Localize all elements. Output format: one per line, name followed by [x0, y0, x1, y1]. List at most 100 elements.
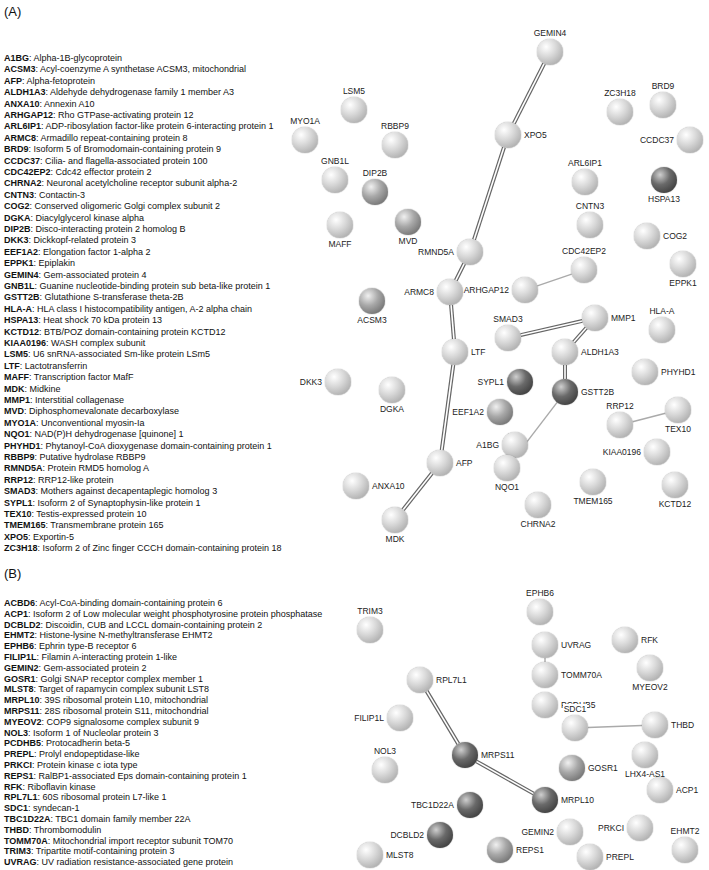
protein-node: SDC1 — [562, 715, 588, 741]
protein-label: LSM5 — [342, 86, 366, 96]
legend-entry: AFP: Alpha-fetoprotein — [4, 76, 95, 86]
protein-label: MYEOV2 — [631, 682, 668, 692]
protein-label: ACSM3 — [356, 315, 387, 325]
legend-entry: FILIP1L: Filamin A-interacting protein 1… — [4, 652, 177, 662]
protein-label: DCBLD2 — [389, 830, 425, 840]
protein-node: GNB1L — [322, 167, 348, 193]
interaction-line — [574, 328, 587, 343]
protein-label: MRPS11 — [480, 750, 515, 760]
protein-node: THBD — [642, 712, 668, 738]
protein-label: HSPA13 — [647, 194, 681, 204]
interaction-line — [427, 691, 459, 744]
interaction-line — [537, 274, 571, 286]
protein-label: LTF — [470, 347, 486, 357]
protein-node: TEX10 — [665, 397, 691, 423]
protein-label: NQO1 — [494, 482, 520, 492]
legend-entry: MVD: Diphosphomevalonate decarboxylase — [4, 406, 179, 416]
legend-entry: KCTD12: BTB/POZ domain-containing protei… — [4, 327, 226, 337]
legend-entry: DKK3: Dickkopf-related protein 3 — [4, 235, 136, 245]
protein-node: TMEM165 — [580, 469, 606, 495]
legend-entry: TBC1D22A: TBC1 domain family member 22A — [4, 814, 190, 824]
interaction-line — [514, 64, 544, 124]
legend-entry: PRKCI: Protein kinase c iota type — [4, 760, 138, 770]
legend-entry: LTF: Lactotransferrin — [4, 361, 87, 371]
protein-node: NQO1 — [494, 455, 520, 481]
legend-entry: NOL3: Isoform 1 of Nucleolar protein 3 — [4, 728, 159, 738]
protein-label: RPL7L1 — [435, 675, 468, 685]
protein-label: TEX10 — [664, 424, 692, 434]
legend-entry: KIAA0196: WASH complex subunit — [4, 338, 145, 348]
legend-entry: SDC1: syndecan-1 — [4, 803, 80, 813]
protein-node: DCBLD2 — [427, 822, 453, 848]
legend-entry: XPO5: Exportin-5 — [4, 532, 74, 542]
protein-label: ARL6IP1 — [567, 158, 603, 168]
protein-node: MYO1A — [292, 127, 318, 153]
legend-entry: RBBP9: Putative hydrolase RBBP9 — [4, 452, 146, 462]
legend-entry: ARMC8: Armadillo repeat-containing prote… — [4, 133, 188, 143]
protein-node: MYEOV2 — [637, 655, 663, 681]
protein-node: RRP12 — [607, 412, 633, 438]
legend-entry: TOMM70A: Mitochondrial import receptor s… — [4, 836, 233, 846]
legend-entry: COG2: Conserved oligomeric Golgi complex… — [4, 201, 220, 211]
protein-node: EHMT2 — [672, 837, 698, 863]
protein-node: AFP — [427, 450, 453, 476]
protein-node: RBBP9 — [382, 132, 408, 158]
legend-entry: MAFF: Transcription factor MafF — [4, 372, 134, 382]
legend-entry: ANXA10: Annexin A10 — [4, 99, 95, 109]
protein-label: ARHGAP12 — [463, 285, 510, 295]
protein-node: LTF — [442, 339, 468, 365]
protein-label: DKK3 — [299, 377, 323, 387]
protein-label: NOL3 — [373, 746, 397, 756]
protein-label: TRIM3 — [356, 606, 384, 616]
protein-node: ACP1 — [647, 777, 673, 803]
protein-label: MRPL10 — [560, 795, 595, 805]
legend-entry: RPL7L1: 60S ribosomal protein L7-like 1 — [4, 792, 167, 802]
protein-node: PREPL — [577, 844, 603, 870]
protein-node: ARHGAP12 — [512, 277, 538, 303]
legend-entry: DIP2B: Disco-interacting protein 2 homol… — [4, 224, 186, 234]
legend-entry: PHYHD1: Phytanoyl-CoA dioxygenase domain… — [4, 441, 272, 451]
protein-node: KIAA0196 — [644, 439, 670, 465]
legend-entry: PREPL: Prolyl endopeptidase-like — [4, 749, 140, 759]
panel-label: (A) — [4, 4, 21, 19]
protein-node: KCTD12 — [662, 472, 688, 498]
protein-node: TBC1D22A — [457, 792, 483, 818]
legend-entry: GOSR1: Golgi SNAP receptor complex membe… — [4, 674, 203, 684]
legend-entry: ZC3H18: Isoform 2 of Zinc finger CCCH do… — [4, 543, 282, 553]
legend-entry: RRP12: RRP12-like protein — [4, 475, 114, 485]
protein-label: GSTT2B — [580, 387, 615, 397]
protein-label: BRD9 — [651, 81, 676, 91]
legend-entry: GSTT2B: Glutathione S-transferase theta-… — [4, 292, 184, 302]
legend-entry: ALDH1A3: Aldehyde dehydrogenase family 1… — [4, 87, 234, 97]
protein-label: REPS1 — [515, 845, 545, 855]
legend-entry: MRPL10: 39S ribosomal protein L10, mitoc… — [4, 695, 208, 705]
protein-label: MDK — [385, 534, 406, 544]
protein-node: LHX4-AS1 — [632, 742, 658, 768]
protein-label: FILIP1L — [353, 713, 385, 723]
protein-node: PCDHB5 — [532, 692, 558, 718]
protein-node: HSPA13 — [651, 167, 677, 193]
protein-node: COG2 — [634, 223, 660, 249]
legend-entry: GEMIN4: Gem-associated protein 4 — [4, 270, 147, 280]
interaction-line — [456, 264, 464, 281]
interaction-line — [588, 725, 642, 727]
protein-label: MAFF — [327, 239, 352, 249]
interaction-line — [633, 413, 666, 421]
protein-label: GNB1L — [320, 156, 350, 166]
protein-node: GEMIN2 — [557, 819, 583, 845]
legend-entry: TMEM165: Transmembrane protein 165 — [4, 520, 164, 530]
protein-node: PHYHD1 — [632, 359, 658, 385]
protein-label: PREPL — [605, 852, 635, 862]
protein-label: SYPL1 — [477, 377, 505, 387]
protein-label: RRP12 — [605, 401, 634, 411]
protein-label: TMEM165 — [572, 496, 613, 506]
protein-node: MRPL10 — [532, 787, 558, 813]
protein-label: PRKCI — [597, 823, 625, 833]
protein-node: MAFF — [327, 212, 353, 238]
protein-label: TBC1D22A — [410, 800, 455, 810]
protein-node: DGKA — [379, 377, 405, 403]
protein-label: COG2 — [662, 231, 688, 241]
legend-entry: EPPK1: Epiplakin — [4, 258, 75, 268]
legend-entry: DCBLD2: Discoidin, CUB and LCCL domain-c… — [4, 620, 262, 630]
interaction-line — [403, 473, 432, 510]
